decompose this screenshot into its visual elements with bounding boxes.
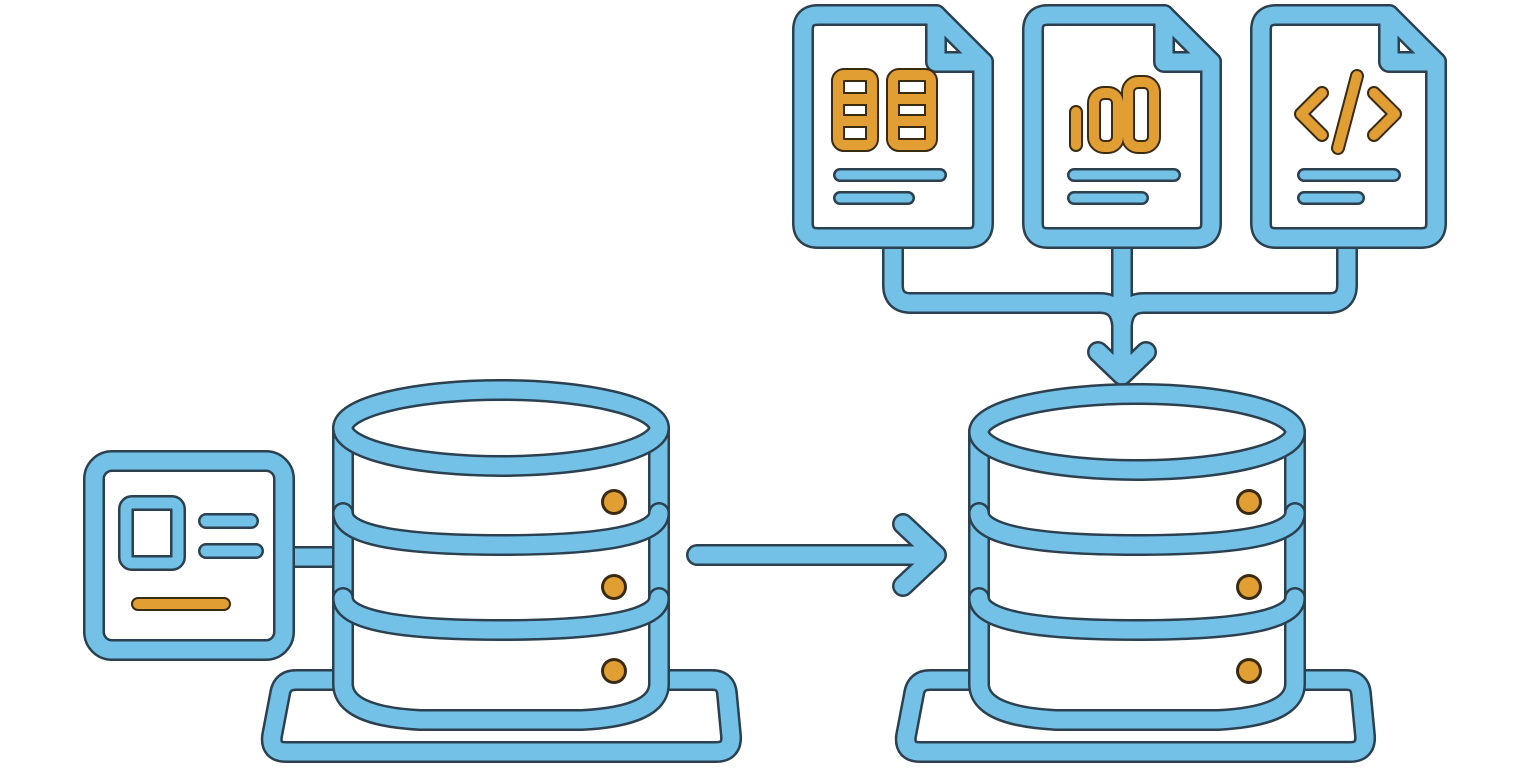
target-database-indicators <box>1236 489 1262 684</box>
id-card-icon <box>83 450 295 661</box>
source-database-icon <box>260 379 743 763</box>
merge-connector <box>882 227 1358 386</box>
bar-chart-file-icon <box>1022 4 1222 249</box>
transfer-arrow <box>686 513 947 597</box>
target-database-icon <box>894 383 1377 763</box>
bar-chart-glyph <box>1069 75 1161 154</box>
code-glyph <box>1294 69 1402 155</box>
table-file-icon <box>792 4 994 249</box>
source-database-indicators <box>601 489 627 684</box>
table-glyph <box>831 68 938 152</box>
code-file-icon <box>1250 4 1447 249</box>
